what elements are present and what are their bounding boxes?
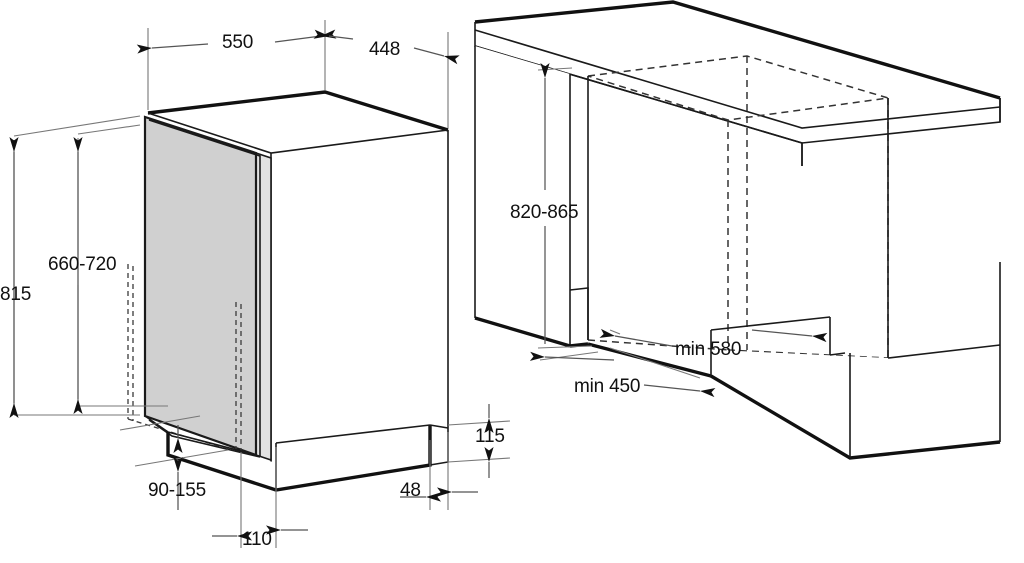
dim-660-720: 660-720 (48, 137, 117, 414)
worktop (474, 0, 1001, 166)
cabinet-left-plinth-step (569, 287, 589, 340)
dim-115-label: 115 (475, 426, 505, 447)
dim-min-580: min 580 (599, 328, 828, 360)
ext-min-450-left (539, 351, 599, 361)
dim-min-580-label: min 580 (675, 339, 741, 360)
dim-110-label: 110 (242, 529, 272, 550)
dim-min-580-left-arrow (599, 328, 673, 347)
appliance-front-face (271, 130, 448, 463)
appliance-top-back-edges (147, 90, 449, 132)
worktop-body (475, 2, 1000, 143)
door-panel-edge-outline (255, 152, 272, 462)
dim-550-right-arrow-line (274, 29, 337, 43)
dim-820-865: 820-865 (510, 63, 593, 349)
dim-448-right-arrow-line (413, 47, 460, 65)
ext-115-bottom (447, 457, 511, 463)
ext-min-580-left (609, 329, 621, 335)
plinth-left-bevel-2 (148, 419, 261, 458)
ext-90-155-top (119, 415, 201, 431)
dim-48: 48 (400, 432, 478, 510)
dim-115: 115 (447, 404, 511, 478)
dim-min-450-left-arrow (529, 351, 615, 361)
dim-min-450: min 450 (529, 347, 716, 398)
dim-550: 550 (136, 29, 337, 54)
dim-min-580-right-arrow (751, 329, 828, 343)
right-figure-cabinet: 820-865 min 450 min 580 (474, 0, 1001, 460)
cabinet-left-wall-face (475, 46, 570, 344)
dim-48-label: 48 (400, 480, 421, 501)
door-panel-face (145, 117, 256, 455)
dim-820-865-label: 820-865 (510, 202, 578, 223)
cabinet-base (587, 98, 1001, 460)
cabinet-right-inner-floor (887, 344, 1001, 359)
cabinet-plinth-top-edge (710, 316, 831, 331)
left-figure-appliance: 550 448 815 660-720 90-155 (0, 20, 511, 550)
ext-min-450-right (609, 347, 701, 379)
ext-660-top-tick (77, 124, 141, 135)
dim-min-450-label: min 450 (574, 376, 640, 397)
dim-90-155: 90-155 (119, 415, 229, 510)
plinth-step-top (429, 424, 449, 429)
worktop-top-back-edge (474, 0, 1001, 100)
dim-448: 448 (313, 29, 460, 65)
cabinet-left-wall (474, 46, 589, 348)
niche-hidden-floor-line (727, 349, 889, 359)
plinth-face (168, 425, 448, 490)
worktop-thickness-line (474, 29, 1001, 129)
door-panel-edge-strip (256, 153, 271, 460)
dim-110: 110 (212, 447, 308, 550)
ext-820-865-bottom (537, 345, 593, 349)
cabinet-left-bottom-edge (474, 316, 571, 348)
dim-448-left-arrow-line (313, 29, 354, 40)
niche-opening-top-dashed (587, 55, 889, 121)
cabinet-niche-floor-left (587, 342, 712, 378)
dim-448-label: 448 (369, 39, 400, 60)
cabinet-base-face (588, 262, 1000, 455)
door-panel-inner-bevel (148, 119, 261, 457)
dim-815: 815 (0, 137, 31, 418)
dim-660-720-label: 660-720 (48, 254, 116, 275)
dim-550-label: 550 (222, 32, 253, 53)
dim-90-155-label: 90-155 (148, 480, 206, 501)
ext-115-top (447, 420, 511, 426)
plinth-recess-top-edge (275, 424, 431, 444)
dim-815-label: 815 (0, 284, 31, 305)
cabinet-left-base-front (569, 342, 589, 348)
dim-550-left-arrow-line (136, 43, 209, 54)
ext-815-top-tick (13, 115, 141, 137)
cabinet-plinth-step-bottom (829, 352, 846, 356)
dim-min-450-right-arrow (643, 384, 716, 398)
door-panel (127, 115, 272, 462)
